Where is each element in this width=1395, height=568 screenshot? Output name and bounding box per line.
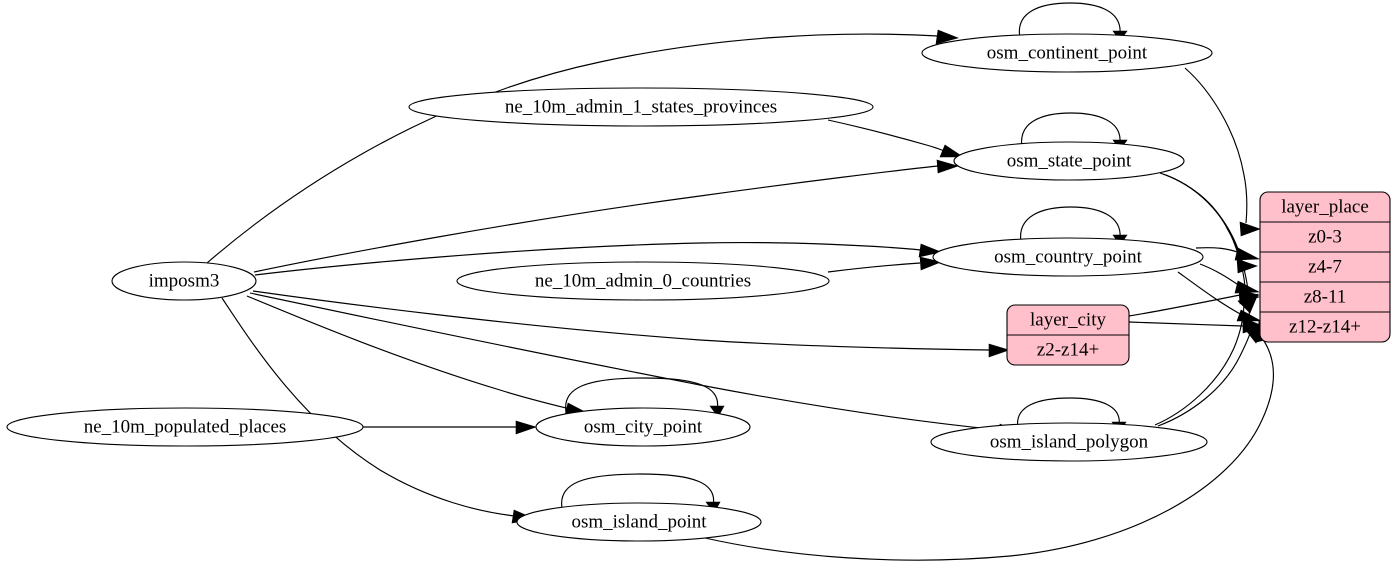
edge-imposm3-to-layer_city — [252, 290, 990, 351]
edge-selfloop-osm_country_point — [1020, 206, 1121, 243]
record-row-z4-7[interactable]: z4-7 — [1308, 256, 1342, 277]
arrowhead-icon — [919, 256, 942, 271]
arrowhead-icon — [988, 343, 1010, 358]
node-label: ne_10m_populated_places — [84, 416, 287, 437]
node-shape-ellipse — [535, 407, 751, 447]
node-shape-ellipse — [930, 422, 1208, 462]
arrowhead-icon — [1234, 247, 1261, 261]
node-label: osm_island_point — [571, 511, 707, 532]
edge-selfloop-osm_island_point — [561, 473, 715, 509]
edge-ne_admin_0_countries-to-osm_country_point — [827, 262, 921, 273]
edge-imposm3-to-osm_island_polygon — [249, 292, 1001, 431]
edge-osm_island_polygon-to-layer_place-z8-11 — [1154, 300, 1245, 426]
node-osm_continent_point[interactable]: osm_continent_point — [921, 33, 1213, 73]
node-shape-ellipse — [408, 87, 874, 127]
record-row-z12-z14plus[interactable]: z12-z14+ — [1289, 316, 1361, 337]
edge-osm_island_polygon-to-layer_place-z12-z14+ — [1157, 329, 1252, 427]
edge-osm_country_point-to-layer_place-z8-11 — [1199, 263, 1241, 287]
record-header-layer_city: layer_city — [1030, 309, 1106, 330]
edge-selfloop-osm_city_point — [565, 377, 719, 413]
arrowhead-icon — [939, 144, 964, 158]
node-label: imposm3 — [149, 270, 220, 291]
edge-selfloop-osm_island_polygon — [1017, 397, 1120, 429]
edge-osm_island_point-to-layer_place-z12-z14+ — [704, 337, 1274, 561]
node-label: osm_state_point — [1007, 150, 1132, 171]
arrowhead-icon — [515, 420, 537, 435]
edge-imposm3-to-osm_continent_point — [206, 33, 939, 264]
arrowhead-icon — [936, 159, 959, 174]
node-osm_state_point[interactable]: osm_state_point — [953, 141, 1185, 181]
record-background — [1259, 191, 1391, 343]
record-row-z2-z14plus[interactable]: z2-z14+ — [1037, 339, 1099, 360]
edge-imposm3-to-osm_city_point — [246, 295, 571, 410]
node-shape-ellipse — [921, 33, 1213, 73]
node-osm_island_polygon[interactable]: osm_island_polygon — [930, 422, 1208, 462]
edge-osm_country_point-to-layer_place-z12-z14+ — [1177, 271, 1243, 316]
node-osm_city_point[interactable]: osm_city_point — [535, 407, 751, 447]
edge-osm_continent_point-to-layer_place-z0-3 — [1184, 67, 1248, 224]
node-layer_place[interactable]: layer_place z0-3 z4-7 z8-11 z12-z14+ — [1259, 191, 1391, 343]
node-shape-ellipse — [932, 237, 1204, 277]
arrowhead-icon — [935, 29, 959, 45]
node-shape-ellipse — [6, 407, 364, 447]
node-osm_country_point[interactable]: osm_country_point — [932, 237, 1204, 277]
edge-selfloop-osm_continent_point — [1018, 2, 1121, 39]
node-shape-ellipse — [111, 261, 257, 301]
arrowhead-icon — [918, 243, 943, 258]
node-label: osm_continent_point — [987, 42, 1148, 63]
node-ne_10m_populated_places[interactable]: ne_10m_populated_places — [6, 407, 364, 447]
edge-layer_city-to-layer_place-z8-11 — [1128, 294, 1241, 317]
node-label: ne_10m_admin_1_states_provinces — [505, 96, 777, 117]
edge-selfloop-osm_state_point — [1021, 112, 1121, 148]
edge-layer_city-to-layer_place-z12-z14+ — [1128, 321, 1244, 327]
node-layer: imposm3 ne_10m_admin_1_states_provinces … — [6, 33, 1213, 542]
node-shape-ellipse — [953, 141, 1185, 181]
node-shape-ellipse — [516, 502, 762, 542]
node-label: osm_island_polygon — [990, 431, 1149, 452]
record-node-layer: layer_place z0-3 z4-7 z8-11 z12-z14+ lay… — [1006, 191, 1391, 366]
record-row-z0-3[interactable]: z0-3 — [1308, 226, 1342, 247]
edge-imposm3-to-osm_island_point — [221, 297, 516, 517]
edge-osm_country_point-to-layer_place-z4-7 — [1195, 247, 1241, 254]
node-ne_10m_admin_1_states_provinces[interactable]: ne_10m_admin_1_states_provinces — [408, 87, 874, 127]
edge-osm_state_point-to-layer_place-z8-11 — [1162, 173, 1246, 292]
edge-imposm3-to-osm_country_point — [254, 241, 922, 276]
record-row-z8-11[interactable]: z8-11 — [1304, 286, 1347, 307]
node-label: osm_country_point — [994, 246, 1142, 267]
node-label: ne_10m_admin_0_countries — [535, 270, 751, 291]
arrowhead-icon — [1237, 293, 1259, 314]
record-header-layer_place: layer_place — [1281, 196, 1369, 217]
node-layer_city[interactable]: layer_city z2-z14+ — [1006, 304, 1130, 366]
arrowhead-icon — [1239, 221, 1261, 237]
node-ne_10m_admin_0_countries[interactable]: ne_10m_admin_0_countries — [456, 261, 830, 301]
node-label: osm_city_point — [584, 416, 703, 437]
edge-imposm3-to-osm_state_point — [253, 165, 939, 273]
edge-ne_states_provinces-to-osm_state_point — [827, 119, 945, 152]
arrowhead-icon — [709, 405, 725, 418]
node-shape-ellipse — [456, 261, 830, 301]
node-imposm3[interactable]: imposm3 — [111, 261, 257, 301]
node-osm_island_point[interactable]: osm_island_point — [516, 502, 762, 542]
